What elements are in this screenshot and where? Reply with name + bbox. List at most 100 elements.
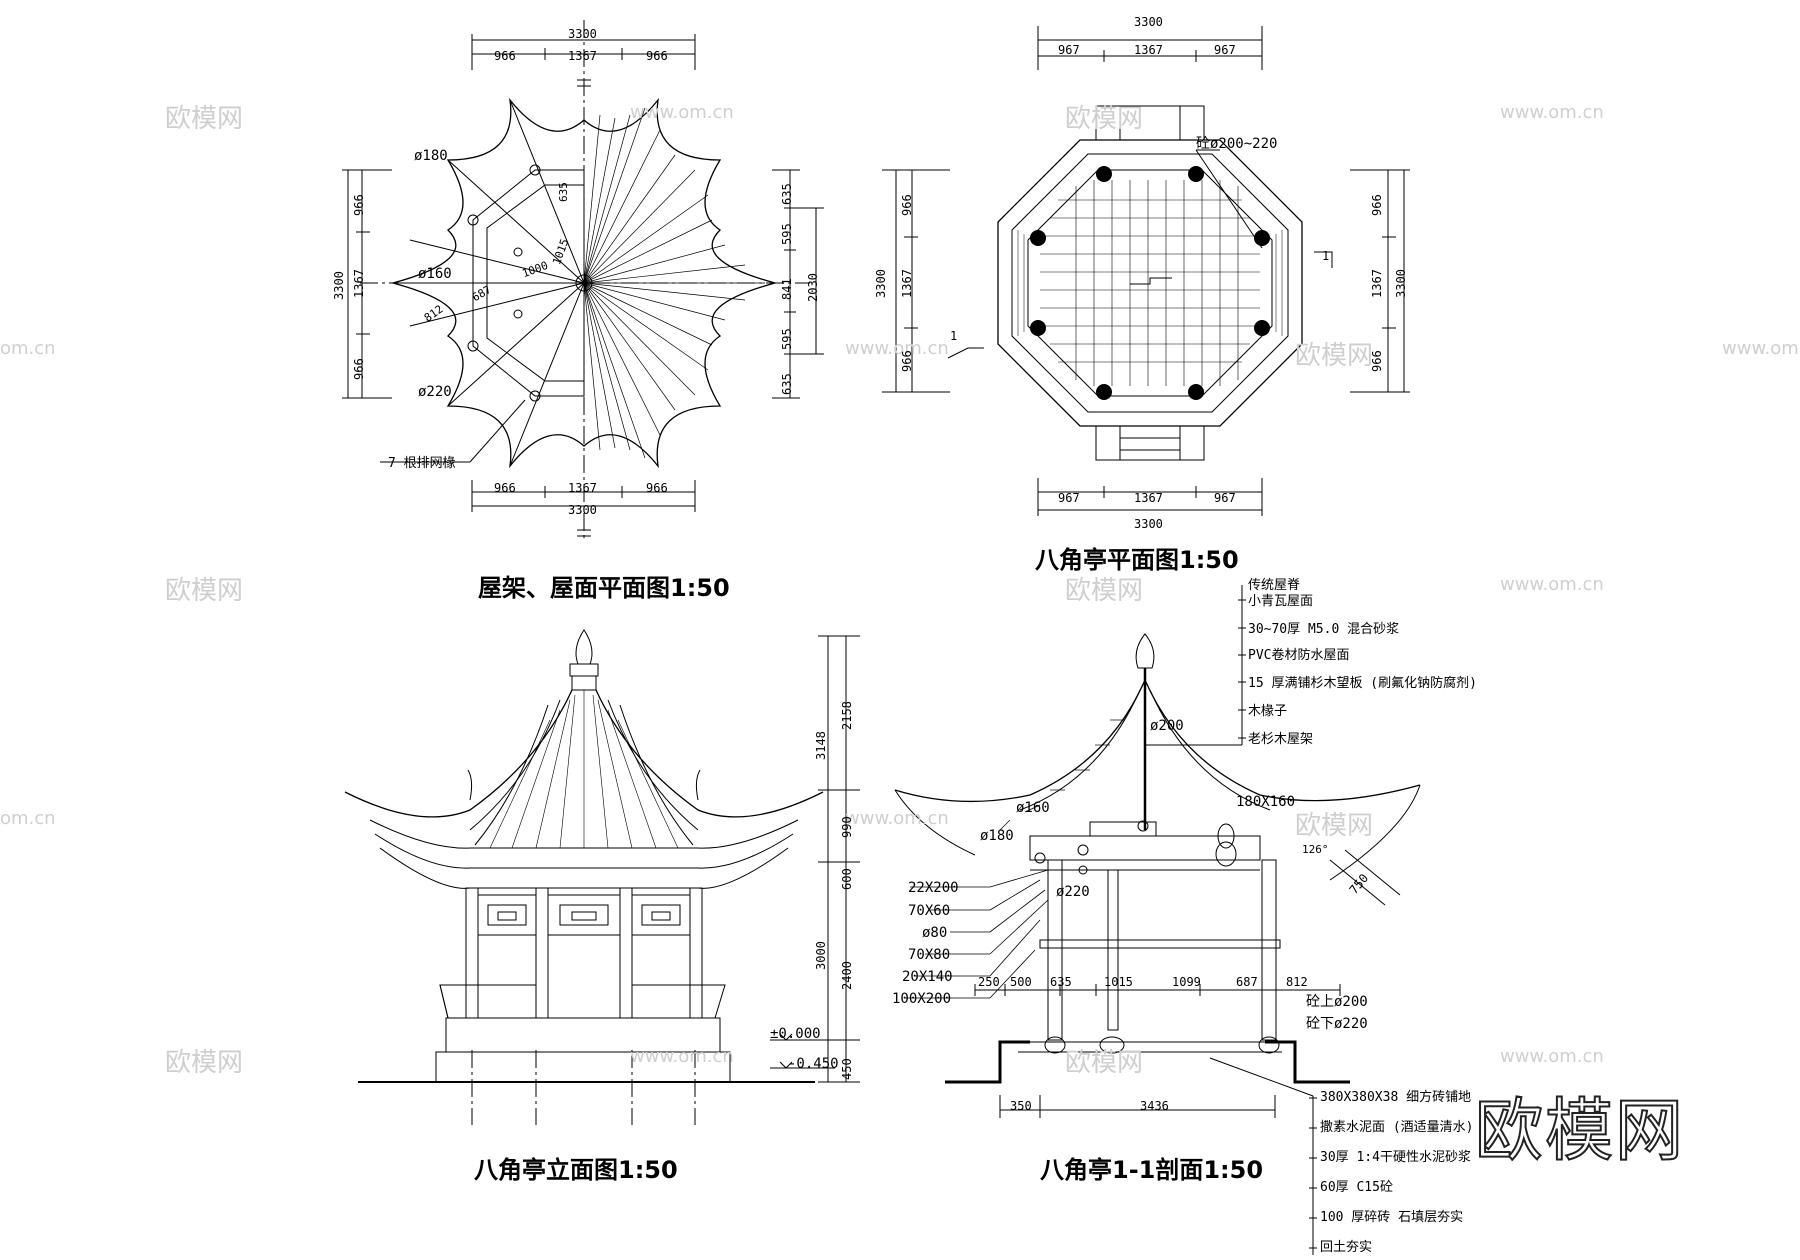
floor-plan-columns — [1030, 166, 1270, 400]
roof-plan-left-dim: 966 — [352, 358, 366, 380]
brand-logo: 欧模网 — [1474, 1091, 1686, 1172]
section-floor-note: 60厚 C15砼 — [1320, 1180, 1393, 1195]
section-vert-bottom: 450 — [840, 1058, 854, 1080]
floor-plan-right-dim: 1367 — [1370, 269, 1384, 298]
roof-plan-left-dim: 966 — [352, 194, 366, 216]
floor-plan-right-total: 3300 — [1394, 269, 1408, 298]
section-base-dim: 350 — [1010, 1099, 1032, 1113]
section-vert-dim: 2400 — [840, 961, 854, 990]
floor-plan-title: 八角亭平面图1:50 — [1035, 546, 1239, 574]
section-floor-note: 380X380X38 细方砖铺地 — [1320, 1090, 1472, 1105]
floor-plan-bottom-dim: 967 — [1214, 491, 1236, 505]
watermark-logo: 欧模网 — [165, 576, 244, 606]
section-title: 八角亭1-1剖面1:50 — [1040, 1156, 1264, 1184]
section-horiz-dim: 500 — [1010, 975, 1032, 989]
section-roof-note: 木椽子 — [1248, 704, 1288, 719]
floor-plan-section-mark: 1 — [950, 329, 958, 343]
floor-plan — [882, 26, 1410, 516]
roof-plan-right-dim: 595 — [780, 328, 794, 350]
floor-plan-top-total: 3300 — [1134, 15, 1163, 29]
section-floor-note: 100 厚碎砖 石填层夯实 — [1320, 1210, 1464, 1225]
section-phi220: ø220 — [1056, 884, 1090, 900]
elevation-level-minus: -0.450 — [788, 1056, 839, 1072]
floor-plan-top-dim: 967 — [1214, 43, 1236, 57]
section-floor-note: 撒素水泥面 (酒适量清水) — [1320, 1120, 1474, 1135]
section-angle: 126° — [1302, 843, 1329, 856]
floor-plan-top-dim: 1367 — [1134, 43, 1163, 57]
section-floor-note: 回土夯实 — [1320, 1240, 1373, 1255]
roof-plan-right-dim: 595 — [780, 223, 794, 245]
section-horiz-dim: 687 — [1236, 975, 1258, 989]
roof-plan-bottom-total: 3300 — [568, 503, 597, 517]
section-member: 20X140 — [902, 969, 953, 985]
floor-plan-bottom-dim: 1367 — [1134, 491, 1163, 505]
section-roof-note: PVC卷材防水屋面 — [1248, 648, 1350, 663]
section-floor-note: 30厚 1:4干硬性水泥砂浆 — [1320, 1150, 1471, 1165]
section-horiz-dim: 1015 — [1104, 975, 1133, 989]
section-phi200: ø200 — [1150, 718, 1184, 734]
roof-plan-bottom-dim: 966 — [494, 481, 516, 495]
watermark-logo: 欧模网 — [1065, 576, 1144, 606]
section-phi180: ø180 — [980, 828, 1014, 844]
watermark-logo: 欧模网 — [1295, 341, 1374, 371]
section-col-top: 砼上ø200 — [1306, 994, 1368, 1010]
section-col-bottom: 砼下ø220 — [1306, 1016, 1368, 1032]
watermark-url: om.cn — [0, 808, 56, 829]
section-roof-note: 传统屋脊 — [1248, 578, 1301, 593]
roof-plan-top-dim: 1367 — [568, 49, 597, 63]
section-base-dim: 3436 — [1140, 1099, 1169, 1113]
watermark-url: www.om.cn — [630, 1046, 734, 1067]
elevation — [344, 629, 835, 1125]
section-phi160: ø160 — [1016, 800, 1050, 816]
roof-plan-bottom-dim: 966 — [646, 481, 668, 495]
roof-plan-right-dim: 635 — [780, 373, 794, 395]
roof-plan-left-total: 3300 — [332, 271, 346, 300]
section-horiz-dim: 1099 — [1172, 975, 1201, 989]
roof-plan-top-total: 3300 — [568, 27, 597, 41]
section-beam: 180X160 — [1236, 794, 1296, 810]
section-vert-dim: 2158 — [840, 701, 854, 730]
floor-plan-right-dim: 966 — [1370, 194, 1384, 216]
section-horiz-dim: 635 — [1050, 975, 1072, 989]
watermark-url: www.om.cn — [1500, 574, 1604, 595]
section-roof-note: 小青瓦屋面 — [1248, 594, 1314, 609]
watermark-url: www.om.cn — [845, 808, 949, 829]
roof-plan-title: 屋架、屋面平面图1:50 — [478, 574, 730, 602]
section-horiz-dim: 812 — [1286, 975, 1308, 989]
roof-plan — [342, 20, 824, 540]
roof-plan-right-dim: 635 — [780, 183, 794, 205]
roof-plan-right-total: 2030 — [806, 273, 820, 302]
watermark-url: www.om.cn — [845, 338, 949, 359]
watermark-logo: 欧模网 — [165, 1048, 244, 1078]
watermark-url: www.om.cn — [1722, 338, 1800, 359]
roof-plan-phi220: ø220 — [418, 384, 452, 400]
section-roof-note: 15 厚满铺杉木望板 (刷氟化钠防腐剂) — [1248, 676, 1477, 691]
floor-plan-bottom-dim: 967 — [1058, 491, 1080, 505]
roof-plan-inner-dim: 635 — [556, 182, 570, 202]
section-horiz-dim: 250 — [978, 975, 1000, 989]
watermark-url: om.cn — [0, 338, 56, 359]
section-1-1 — [818, 585, 1421, 1255]
elevation-title: 八角亭立面图1:50 — [474, 1156, 678, 1184]
floor-plan-top-dim: 967 — [1058, 43, 1080, 57]
section-roof-note: 30~70厚 M5.0 混合砂浆 — [1248, 622, 1400, 637]
section-member: ø80 — [922, 925, 948, 941]
floor-plan-section-mark: 1 — [1322, 249, 1330, 263]
watermark-logo: 欧模网 — [165, 104, 244, 134]
section-vert-dim: 990 — [840, 816, 854, 838]
floor-plan-left-dim: 1367 — [900, 269, 914, 298]
section-vert-total-lower: 3000 — [814, 941, 828, 970]
section-member: 70X60 — [908, 903, 951, 919]
floor-plan-left-dim: 966 — [900, 350, 914, 372]
roof-plan-rafter-note: 7 根排网椽 — [388, 456, 456, 471]
floor-plan-bottom-total: 3300 — [1134, 517, 1163, 531]
roof-plan-bottom-dim: 1367 — [568, 481, 597, 495]
roof-plan-top-dim: 966 — [646, 49, 668, 63]
watermark-url: www.om.cn — [1500, 102, 1604, 123]
elevation-level-zero: ±0.000 — [770, 1026, 821, 1042]
watermark-url: www.om.cn — [1500, 1046, 1604, 1067]
section-roof-note: 老杉木屋架 — [1248, 732, 1314, 747]
floor-plan-right-dim: 966 — [1370, 350, 1384, 372]
roof-plan-phi180: ø180 — [414, 148, 448, 164]
